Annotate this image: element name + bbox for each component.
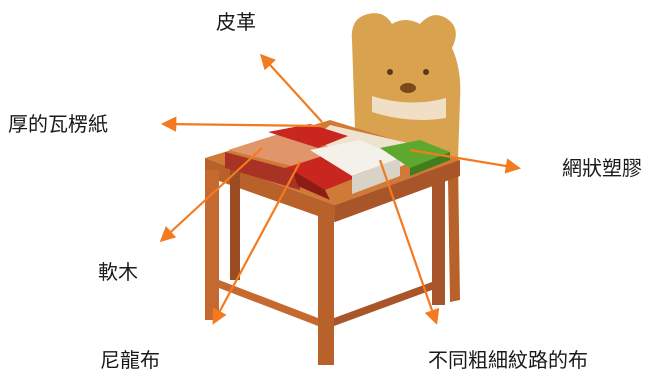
arrow-textured-fabric — [378, 159, 440, 325]
label-nylon: 尼龍布 — [100, 348, 160, 372]
pointer-arrows — [159, 53, 522, 325]
label-mesh-plastic: 網狀塑膠 — [562, 156, 642, 180]
label-cardboard: 厚的瓦楞紙 — [8, 112, 108, 136]
arrow-leather — [259, 53, 323, 123]
arrow-nylon — [212, 161, 301, 325]
label-cork: 軟木 — [98, 260, 138, 284]
label-leather: 皮革 — [216, 10, 256, 34]
seat-material-blocks — [225, 124, 450, 200]
arrow-mesh-plastic — [409, 148, 522, 174]
arrow-cork — [159, 147, 263, 243]
arrow-cardboard — [160, 116, 323, 132]
label-textured-fabric: 不同粗細紋路的布 — [428, 348, 588, 372]
